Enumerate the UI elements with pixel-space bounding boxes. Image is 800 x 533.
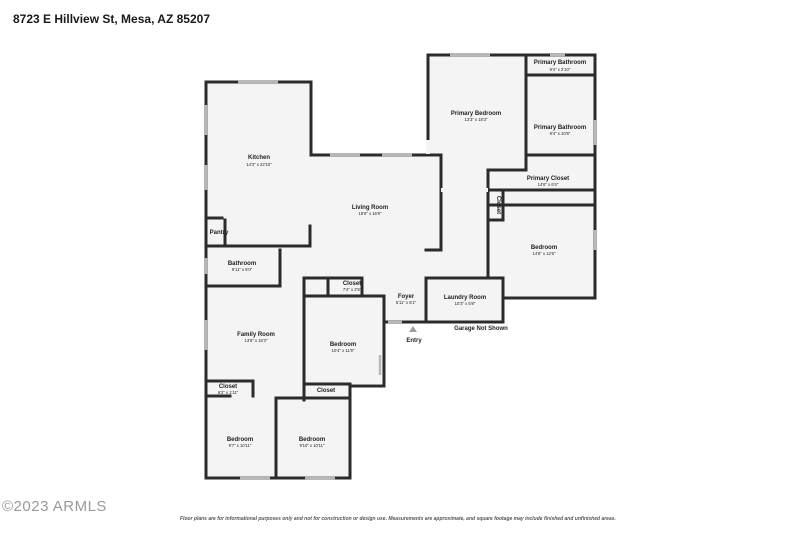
doorways — [426, 140, 488, 192]
closet-left-label: Closet — [219, 384, 237, 390]
bedroom-bl-dim: 9'7" x 10'11" — [229, 443, 252, 448]
foyer-label: Foyer — [398, 294, 415, 300]
closet-bottom-label: Closet — [317, 388, 335, 394]
primary-bath-dim: 9'4" x 10'8" — [550, 131, 571, 136]
pantry-label: Pantry — [210, 230, 229, 236]
closet-center-dim: 7'4" x 2'5" — [343, 287, 362, 292]
windows — [204, 53, 597, 480]
primary-bedroom-label: Primary Bedroom — [451, 111, 501, 117]
family-room-label: Family Room — [237, 332, 275, 338]
address-title: 8723 E Hillview St, Mesa, AZ 85207 — [13, 12, 210, 26]
laundry-label: Laundry Room — [444, 295, 486, 301]
garage-label: Garage Not Shown — [454, 326, 508, 332]
primary-bath-label: Primary Bathroom — [534, 125, 586, 131]
disclaimer-text: Floor plans are for informational purpos… — [180, 516, 616, 522]
family-room-dim: 13'6" x 15'3" — [245, 338, 268, 343]
armls-watermark: ©2023 ARMLS — [2, 498, 107, 515]
primary-bath-top-label: Primary Bathroom — [534, 60, 586, 66]
primary-closet-label: Primary Closet — [527, 176, 569, 182]
foyer-dim: 5'11" x 6'1" — [396, 300, 417, 305]
closet-center-label: Closet — [343, 281, 361, 287]
primary-bedroom-dim: 13'3" x 18'3" — [465, 117, 488, 122]
entry-label: Entry — [406, 338, 422, 344]
room-fills — [206, 55, 595, 478]
bedroom-right-dim: 14'6" x 12'6" — [533, 251, 556, 256]
closet-vertical-label: Closet — [495, 196, 501, 214]
primary-closet-dim: 14'6" x 6'4" — [538, 182, 559, 187]
bedroom-right-label: Bedroom — [531, 245, 557, 251]
bedroom-bc-dim: 9'10" x 10'11" — [300, 443, 325, 448]
closet-left-dim: 6'2" x 1'11" — [218, 390, 239, 395]
bedroom-bl-label: Bedroom — [227, 437, 253, 443]
entry-arrow-icon — [409, 326, 417, 332]
living-room-dim: 18'6" x 16'9" — [359, 211, 382, 216]
bedroom-bc-label: Bedroom — [299, 437, 325, 443]
laundry-dim: 10'3" x 5'8" — [455, 301, 476, 306]
bathroom-dim: 9'11" x 5'0" — [232, 267, 253, 272]
bedroom-center-dim: 10'4" x 11'9" — [332, 348, 355, 353]
bedroom-center-label: Bedroom — [330, 342, 356, 348]
kitchen-dim: 14'3" x 22'10" — [246, 162, 272, 167]
kitchen-label: Kitchen — [248, 155, 270, 161]
bathroom-label: Bathroom — [228, 261, 256, 267]
primary-bath-top-dim: 9'4" x 2'10" — [550, 67, 571, 72]
living-room-label: Living Room — [352, 205, 388, 211]
